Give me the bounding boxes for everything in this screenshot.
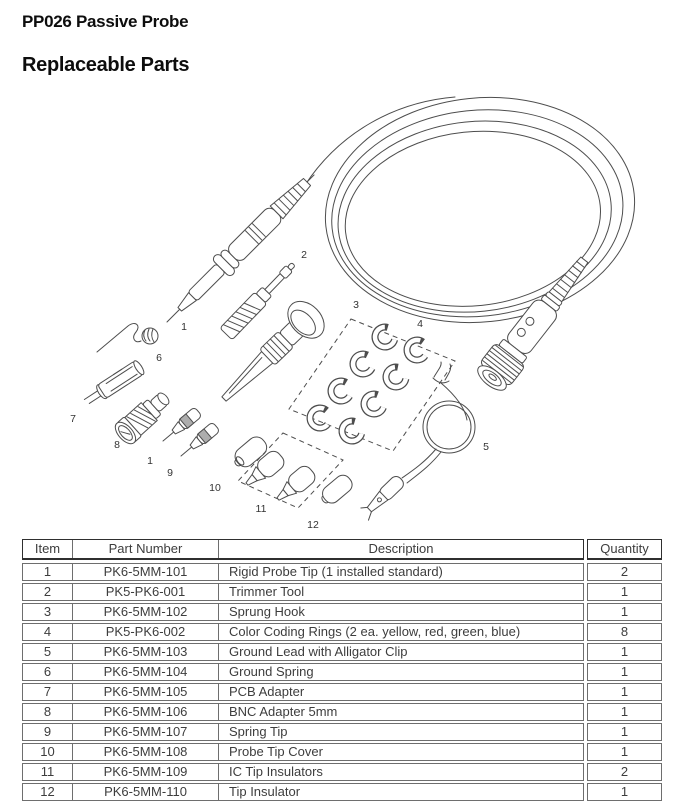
cell-description: Ground Lead with Alligator Clip xyxy=(229,644,408,659)
table-row: 3 PK6-5MM-102 Sprung Hook 1 xyxy=(22,603,662,621)
probe-cable-coil xyxy=(305,88,646,338)
callout-5: 5 xyxy=(483,441,489,453)
ground-lead xyxy=(359,362,475,520)
cell-part-number: PK5-PK6-002 xyxy=(73,624,219,640)
ic-tip-insulators xyxy=(238,433,343,508)
table-row: 2 PK5-PK6-001 Trimmer Tool 1 xyxy=(22,583,662,601)
cell-description: PCB Adapter xyxy=(229,684,305,699)
cell-description: IC Tip Insulators xyxy=(229,764,323,779)
cell-item: 10 xyxy=(23,744,73,760)
tip-insulator xyxy=(317,472,355,508)
table-header-row: Item Part Number Description Quantity xyxy=(22,539,662,560)
callout-12: 12 xyxy=(307,519,319,531)
col-header-quantity: Quantity xyxy=(587,539,662,560)
cell-description: Spring Tip xyxy=(229,724,288,739)
cell-part-number: PK6-5MM-108 xyxy=(73,744,219,760)
cell-description: Color Coding Rings (2 ea. yellow, red, g… xyxy=(229,624,521,639)
color-coding-rings xyxy=(289,319,455,451)
cell-item: 4 xyxy=(23,624,73,640)
cell-quantity: 1 xyxy=(587,703,662,721)
col-header-item: Item xyxy=(23,540,73,558)
table-row: 10 PK6-5MM-108 Probe Tip Cover 1 xyxy=(22,743,662,761)
cell-item: 11 xyxy=(23,764,73,780)
probe-body xyxy=(158,166,323,331)
cell-part-number: PK6-5MM-107 xyxy=(73,724,219,740)
page-title: PP026 Passive Probe xyxy=(22,12,189,31)
callout-1: 1 xyxy=(181,321,187,333)
cell-description: BNC Adapter 5mm xyxy=(229,704,338,719)
cell-quantity: 1 xyxy=(587,583,662,601)
probe-tip-cover xyxy=(229,433,270,472)
callout-10: 10 xyxy=(209,482,221,494)
callout-11: 11 xyxy=(256,503,267,515)
bnc-adapter xyxy=(112,387,175,448)
rigid-probe-tip xyxy=(159,407,202,446)
cell-quantity: 1 xyxy=(587,743,662,761)
table-row: 1 PK6-5MM-101 Rigid Probe Tip (1 install… xyxy=(22,563,662,581)
col-header-part-number: Part Number xyxy=(73,540,219,558)
diagram-callouts: 1 2 3 4 5 6 7 8 1 9 10 11 12 xyxy=(70,249,489,531)
bnc-connector-assembly xyxy=(472,248,599,396)
parts-table: Item Part Number Description Quantity 1 … xyxy=(22,539,662,803)
table-row: 6 PK6-5MM-104 Ground Spring 1 xyxy=(22,663,662,681)
sprung-hook xyxy=(209,294,331,414)
table-row: 11 PK6-5MM-109 IC Tip Insulators 2 xyxy=(22,763,662,781)
table-row: 7 PK6-5MM-105 PCB Adapter 1 xyxy=(22,683,662,701)
cell-description: Ground Spring xyxy=(229,664,314,679)
callout-4: 4 xyxy=(417,318,423,330)
callout-7: 7 xyxy=(70,413,76,425)
table-row: 5 PK6-5MM-103 Ground Lead with Alligator… xyxy=(22,643,662,661)
callout-9: 9 xyxy=(167,467,173,479)
cell-item: 2 xyxy=(23,584,73,600)
cell-quantity: 1 xyxy=(587,603,662,621)
callout-3: 3 xyxy=(353,299,359,311)
table-row: 8 PK6-5MM-106 BNC Adapter 5mm 1 xyxy=(22,703,662,721)
table-row: 9 PK6-5MM-107 Spring Tip 1 xyxy=(22,723,662,741)
cell-part-number: PK6-5MM-104 xyxy=(73,664,219,680)
cell-part-number: PK6-5MM-105 xyxy=(73,684,219,700)
cell-quantity: 8 xyxy=(587,623,662,641)
cell-quantity: 1 xyxy=(587,643,662,661)
cell-part-number: PK5-PK6-001 xyxy=(73,584,219,600)
cell-item: 5 xyxy=(23,644,73,660)
callout-6: 6 xyxy=(156,352,162,364)
cell-part-number: PK6-5MM-110 xyxy=(73,784,219,800)
cell-quantity: 2 xyxy=(587,763,662,781)
cell-part-number: PK6-5MM-106 xyxy=(73,704,219,720)
cell-item: 7 xyxy=(23,684,73,700)
spring-tip xyxy=(177,422,220,461)
trimmer-tool xyxy=(220,258,300,340)
cell-description: Rigid Probe Tip (1 installed standard) xyxy=(229,564,443,579)
cell-part-number: PK6-5MM-101 xyxy=(73,564,219,580)
cell-quantity: 1 xyxy=(587,783,662,801)
callout-2: 2 xyxy=(301,249,307,261)
col-header-description: Description xyxy=(368,541,434,556)
pcb-adapter xyxy=(82,359,146,408)
table-row: 4 PK5-PK6-002 Color Coding Rings (2 ea. … xyxy=(22,623,662,641)
cell-part-number: PK6-5MM-109 xyxy=(73,764,219,780)
cell-item: 6 xyxy=(23,664,73,680)
ground-spring xyxy=(97,324,158,352)
cell-description: Probe Tip Cover xyxy=(229,744,323,759)
table-row: 12 PK6-5MM-110 Tip Insulator 1 xyxy=(22,783,662,801)
cell-part-number: PK6-5MM-103 xyxy=(73,644,219,660)
parts-diagram: 1 2 3 4 5 6 7 8 1 9 10 11 12 xyxy=(70,88,675,531)
cell-quantity: 1 xyxy=(587,683,662,701)
cell-description: Sprung Hook xyxy=(229,604,305,619)
callout-8: 8 xyxy=(114,439,120,451)
cell-item: 1 xyxy=(23,564,73,580)
cell-description: Trimmer Tool xyxy=(229,584,305,599)
cell-quantity: 1 xyxy=(587,723,662,741)
section-subtitle: Replaceable Parts xyxy=(22,54,190,76)
callout-1-spare: 1 xyxy=(147,455,153,467)
cell-item: 9 xyxy=(23,724,73,740)
cell-item: 3 xyxy=(23,604,73,620)
cell-quantity: 1 xyxy=(587,663,662,681)
cell-quantity: 2 xyxy=(587,563,662,581)
cell-part-number: PK6-5MM-102 xyxy=(73,604,219,620)
cell-item: 8 xyxy=(23,704,73,720)
cell-description: Tip Insulator xyxy=(229,784,301,799)
cell-item: 12 xyxy=(23,784,73,800)
